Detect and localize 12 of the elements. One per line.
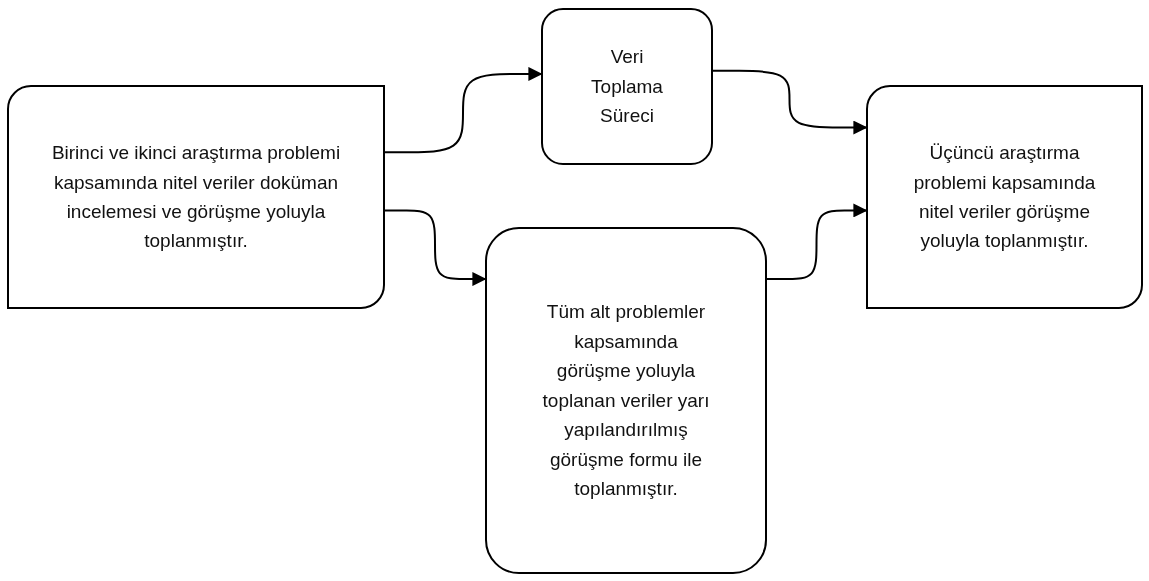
curved-arrow bbox=[384, 66, 543, 154]
curved-arrow bbox=[712, 69, 868, 135]
process-box bbox=[485, 227, 767, 574]
process-box bbox=[866, 85, 1143, 309]
box-text: Tüm alt problemler kapsamında görüşme yoluyla toplanan veriler yarı yapılandırılmış görüşme formu ile toplanmıştır. bbox=[541, 300, 711, 502]
process-box bbox=[7, 85, 385, 309]
box-text: Veri Toplama Süreci bbox=[590, 45, 664, 129]
box-text: Üçüncü araştırma problemi kapsamında nitel veriler görüşme yoluyla toplanmıştır. bbox=[912, 141, 1097, 254]
box-text: Birinci ve ikinci araştırma problemi kapsamında nitel veriler doküman incelemesi ve görüşme yoluyla toplanmıştır. bbox=[50, 141, 342, 254]
curved-arrow bbox=[766, 203, 868, 281]
curved-arrow bbox=[384, 209, 487, 287]
process-box bbox=[541, 8, 713, 165]
